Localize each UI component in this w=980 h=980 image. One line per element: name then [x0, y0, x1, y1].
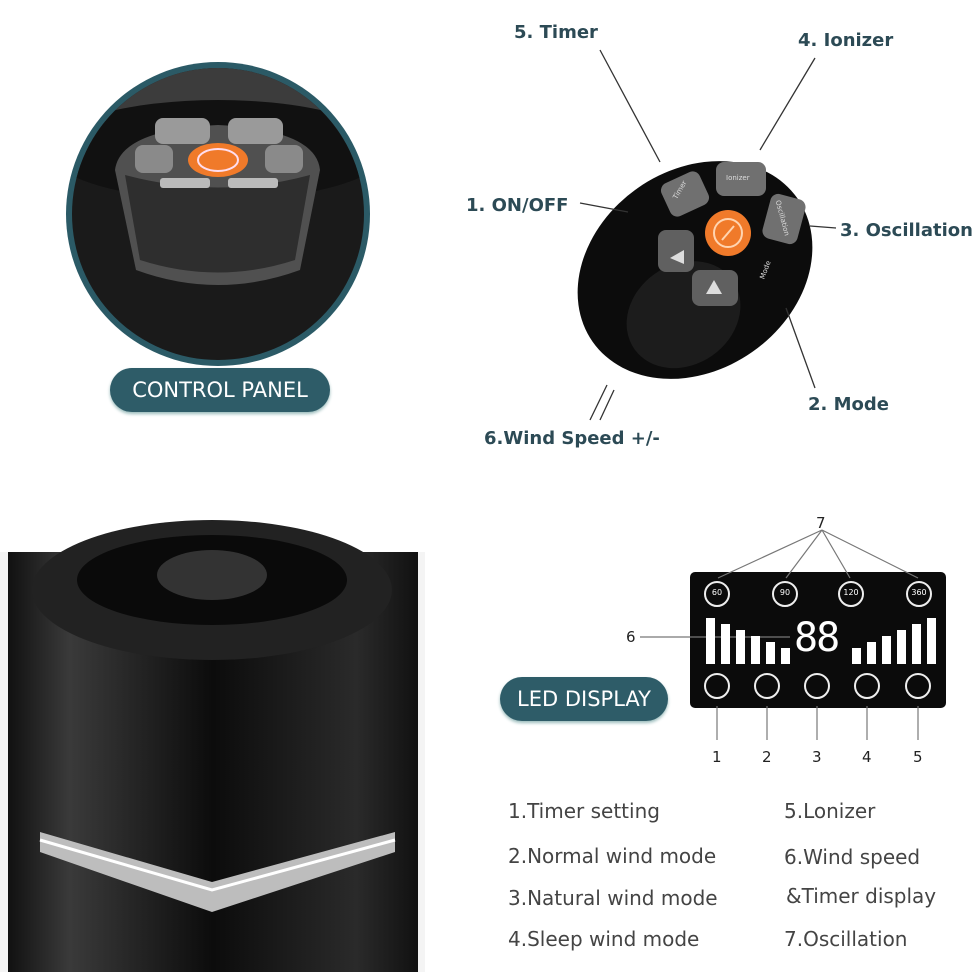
- led-display-label: LED DISPLAY: [500, 677, 668, 721]
- callout-mode: 2. Mode: [808, 394, 889, 415]
- remote-buttons: [658, 162, 806, 306]
- legend-item: 5.Lonizer: [784, 799, 876, 823]
- callout-wind-speed: 6.Wind Speed +/-: [484, 428, 660, 449]
- osc-360: 360: [911, 588, 927, 597]
- callout-ionizer: 4. Ionizer: [798, 30, 894, 51]
- callout-on-off: 1. ON/OFF: [466, 195, 569, 216]
- osc-120: 120: [843, 588, 859, 597]
- led-number-5: 5: [913, 748, 923, 766]
- led-number-3: 3: [812, 748, 822, 766]
- callout-6: 6: [626, 628, 636, 646]
- osc-60: 60: [711, 588, 723, 597]
- led-display-panel: [690, 572, 946, 708]
- legend-item: 6.Wind speed: [784, 845, 921, 869]
- callout-7: 7: [816, 514, 826, 532]
- callout-timer: 5. Timer: [514, 22, 598, 43]
- led-icons: [704, 581, 932, 699]
- legend-item: 3.Natural wind mode: [508, 886, 718, 910]
- led-number-4: 4: [862, 748, 872, 766]
- legend-item: 7.Oscillation: [784, 927, 908, 951]
- osc-90: 90: [779, 588, 791, 597]
- callout-lines: [579, 49, 837, 421]
- legend-item: 4.Sleep wind mode: [508, 927, 700, 951]
- wind-speed-bars: [706, 618, 936, 664]
- led-digits: 88: [794, 615, 840, 661]
- tower-fan-photo: [0, 520, 425, 972]
- legend-item: &Timer display: [786, 884, 937, 908]
- legend-item: 1.Timer setting: [508, 799, 660, 823]
- control-panel-photo: [72, 68, 364, 360]
- legend-item: 2.Normal wind mode: [508, 844, 717, 868]
- power-button-icon: [188, 143, 248, 177]
- remote-ionizer-button[interactable]: Ionizer: [726, 174, 750, 182]
- led-number-2: 2: [762, 748, 772, 766]
- callout-oscillation: 3. Oscillation: [840, 220, 973, 241]
- control-panel-label: CONTROL PANEL: [110, 368, 330, 412]
- remote-control: [577, 161, 813, 379]
- led-number-1: 1: [712, 748, 722, 766]
